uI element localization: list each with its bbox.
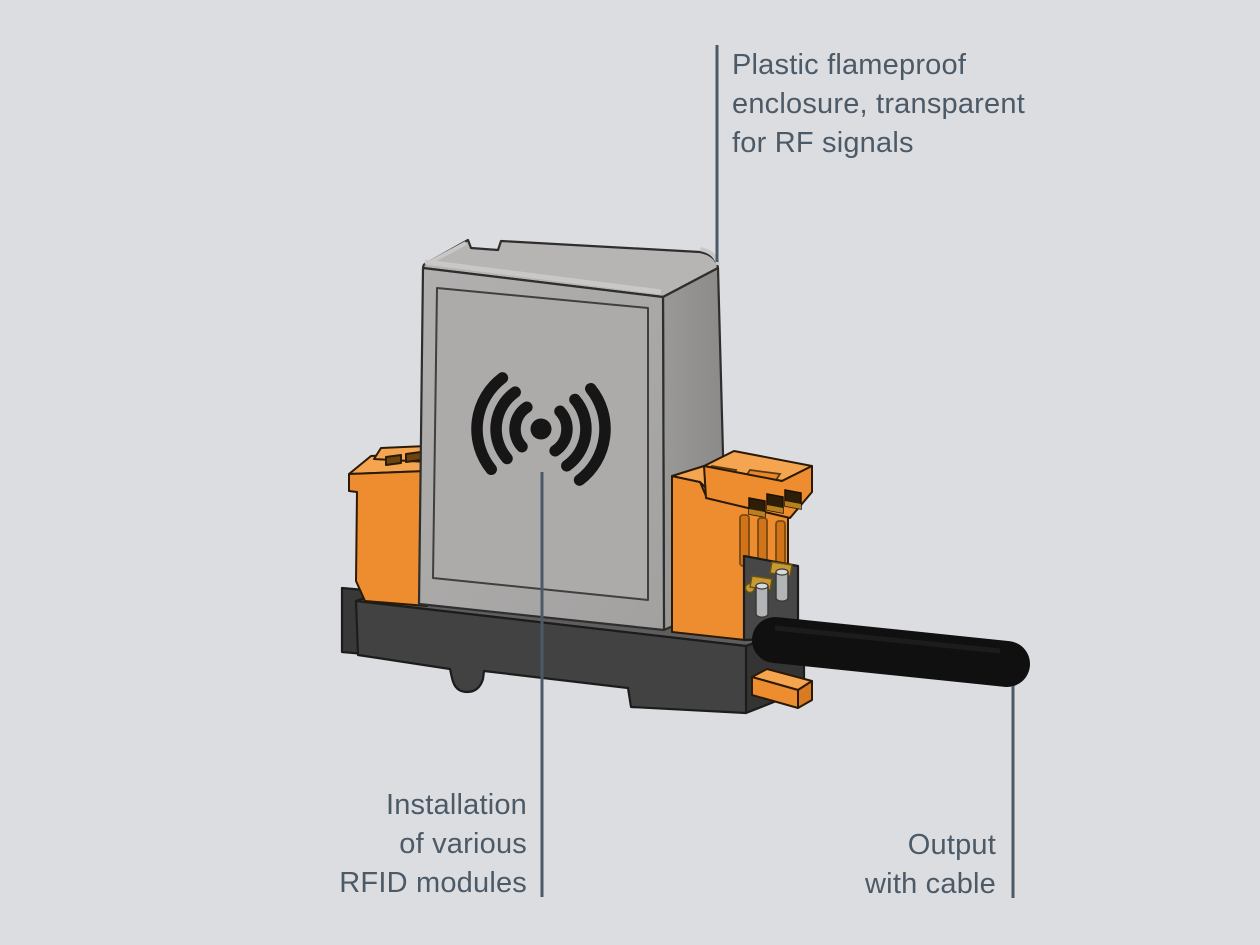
label-output: Output with cable bbox=[865, 826, 996, 904]
rfid-icon-dot bbox=[530, 418, 552, 440]
label-line: of various bbox=[399, 828, 527, 860]
label-enclosure: Plastic flameproof enclosure, transparen… bbox=[732, 46, 1025, 163]
label-line: with cable bbox=[865, 868, 996, 900]
label-line: Output bbox=[907, 829, 996, 861]
label-line: Installation bbox=[385, 789, 527, 821]
label-line: RFID modules bbox=[339, 867, 527, 899]
din-clip-foot bbox=[751, 668, 813, 709]
label-line: enclosure, transparent bbox=[732, 88, 1025, 120]
enclosure-front-panel bbox=[432, 287, 649, 601]
rfid-module-enclosure bbox=[417, 238, 729, 632]
rfid-signal-icon bbox=[471, 372, 611, 486]
label-line: Plastic flameproof bbox=[732, 49, 967, 81]
right-terminal-block bbox=[671, 450, 813, 642]
left-block-front-face bbox=[348, 470, 428, 607]
enclosure-top-face bbox=[421, 238, 720, 299]
terminal-grooves bbox=[739, 514, 786, 573]
base-front-face bbox=[354, 599, 748, 715]
left-connector-slot bbox=[385, 454, 402, 466]
output-cable bbox=[752, 617, 1030, 687]
left-connector-slot bbox=[405, 451, 422, 463]
left-terminal-block bbox=[348, 445, 428, 607]
label-line: for RF signals bbox=[732, 127, 914, 159]
terminal-slots bbox=[748, 489, 802, 518]
label-installation: Installation of various RFID modules bbox=[339, 786, 527, 903]
